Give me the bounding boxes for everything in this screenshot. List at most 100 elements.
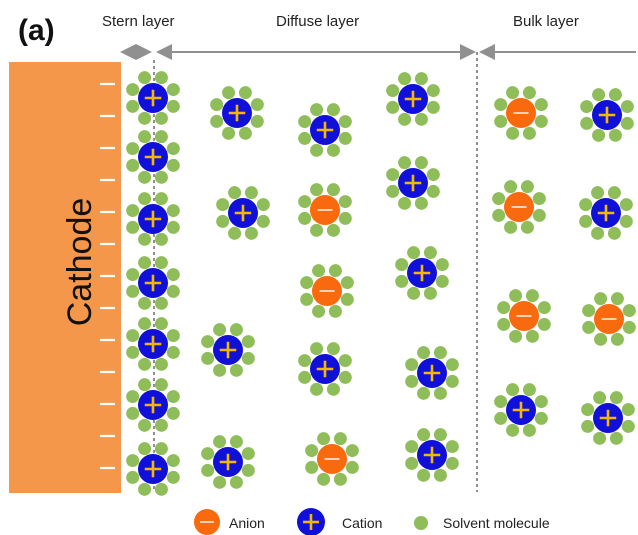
solvent-molecule (522, 383, 536, 397)
solvent-molecule (610, 292, 624, 306)
solvent-molecule (407, 246, 421, 260)
solvent-molecule (395, 274, 409, 288)
cation-ion-diffuse (298, 342, 352, 396)
solvent-molecule (338, 354, 352, 368)
solvent-molecule (126, 83, 140, 97)
solvent-molecule (504, 180, 518, 194)
solvent-molecule (608, 88, 622, 102)
solvent-molecule (405, 374, 419, 388)
solvent-molecule (154, 482, 168, 496)
solvent-molecule (433, 468, 447, 482)
cation-ion-diffuse (386, 72, 440, 126)
solvent-molecule (593, 391, 607, 405)
solvent-molecule (138, 482, 152, 496)
solvent-molecule (126, 158, 140, 172)
solvent-molecule (607, 226, 621, 240)
solvent-molecule (608, 128, 622, 142)
solvent-molecule (154, 378, 168, 392)
solvent-molecule (445, 456, 459, 470)
solvent-molecule (228, 186, 242, 200)
solvent-molecule (398, 72, 412, 86)
solvent-molecule (138, 111, 152, 125)
solvent-molecule (256, 198, 270, 212)
solvent-molecule (222, 126, 236, 140)
solvent-molecule (166, 284, 180, 298)
solvent-molecule (609, 391, 623, 405)
solvent-molecule (417, 468, 431, 482)
solvent-molecule (607, 186, 621, 200)
solvent-molecule (445, 374, 459, 388)
solvent-molecule (497, 301, 511, 315)
solvent-molecule (166, 83, 180, 97)
solvent-molecule (300, 276, 314, 290)
solvent-molecule (154, 71, 168, 85)
solvent-molecule (138, 130, 152, 144)
solvent-molecule (166, 204, 180, 218)
solvent-molecule (423, 246, 437, 260)
solvent-molecule (494, 114, 508, 128)
solvent-molecule (216, 198, 230, 212)
solvent-molecule (166, 345, 180, 359)
solvent-molecule (333, 432, 347, 446)
solvent-molecule (298, 211, 312, 225)
solvent-molecule (582, 320, 596, 334)
solvent-molecule (138, 418, 152, 432)
solvent-molecule (520, 220, 534, 234)
cation-ion-diffuse (210, 86, 264, 140)
solvent-molecule (426, 184, 440, 198)
solvent-molecule (154, 442, 168, 456)
solvent-molecule (534, 411, 548, 425)
solvent-molecule (241, 351, 255, 365)
solvent-molecule (522, 86, 536, 100)
solvent-molecule (154, 317, 168, 331)
solvent-molecule (492, 208, 506, 222)
solvent-molecule (506, 126, 520, 140)
solvent-molecule (241, 335, 255, 349)
solvent-molecule (228, 226, 242, 240)
solvent-molecule (594, 332, 608, 346)
solvent-molecule (126, 390, 140, 404)
solvent-molecule (414, 72, 428, 86)
solvent-molecule (338, 131, 352, 145)
cation-ion-stern (126, 378, 180, 432)
solvent-molecule (340, 292, 354, 306)
solvent-molecule (417, 428, 431, 442)
solvent-molecule (525, 329, 539, 343)
solvent-molecule (138, 317, 152, 331)
solvent-molecule (345, 444, 359, 458)
solvent-molecule (426, 168, 440, 182)
solvent-molecule (305, 460, 319, 474)
solvent-molecule (582, 304, 596, 318)
cation-ion-diffuse (298, 103, 352, 157)
cation-ion-bulk (494, 383, 548, 437)
solvent-molecule (210, 114, 224, 128)
cation-ion-stern (126, 192, 180, 246)
solvent-molecule (537, 301, 551, 315)
solvent-molecule (506, 423, 520, 437)
solvent-molecule (138, 170, 152, 184)
solvent-molecule (433, 428, 447, 442)
solvent-molecule (256, 214, 270, 228)
solvent-molecule (326, 223, 340, 237)
solvent-molecule (310, 223, 324, 237)
solvent-molecule (445, 358, 459, 372)
anion-ion-diffuse (300, 264, 354, 318)
solvent-molecule (126, 99, 140, 113)
solvent-molecule (534, 114, 548, 128)
diffuse-layer-label: Diffuse layer (276, 13, 360, 30)
solvent-molecule (138, 232, 152, 246)
solvent-molecule (310, 183, 324, 197)
solvent-molecule (532, 208, 546, 222)
cation-ion-diffuse (201, 323, 255, 377)
solvent-molecule (326, 143, 340, 157)
solvent-molecule (398, 196, 412, 210)
solvent-molecule (621, 403, 635, 417)
solvent-molecule (241, 463, 255, 477)
solvent-molecule (338, 195, 352, 209)
solvent-molecule (166, 329, 180, 343)
solvent-molecule (213, 323, 227, 337)
anion-ion-bulk (492, 180, 546, 234)
solvent-molecule (166, 142, 180, 156)
anion-ion-diffuse (305, 432, 359, 486)
solvent-molecule (398, 112, 412, 126)
